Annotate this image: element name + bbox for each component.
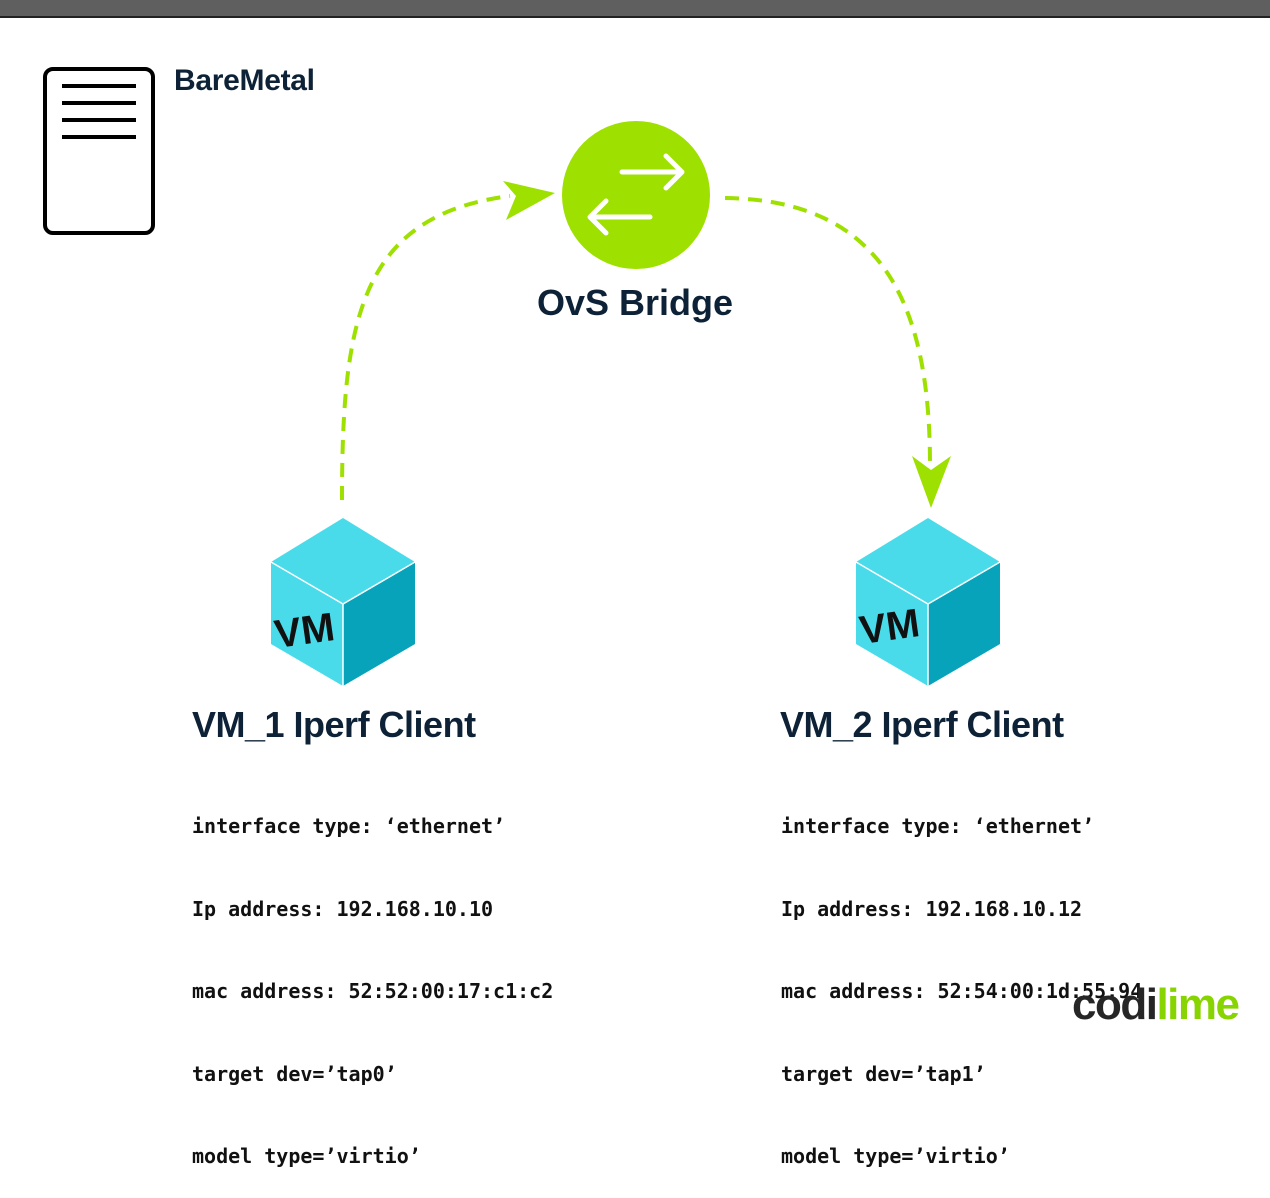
- top-bar-divider: [0, 16, 1270, 18]
- bridge-switch-icon: [562, 121, 710, 269]
- vm1-details: interface type: ‘ethernet’ Ip address: 1…: [192, 758, 553, 1198]
- vm2-title: VM_2 Iperf Client: [780, 704, 1064, 745]
- vm2-mac-address: mac address: 52:54:00:1d:55:94: [781, 979, 1143, 1003]
- vm1-ip-address: Ip address: 192.168.10.10: [192, 896, 494, 921]
- logo-text-lime: lime: [1156, 980, 1240, 1029]
- diagram-canvas: VM VM: [43, 67, 1001, 686]
- server-icon: [43, 67, 155, 235]
- baremetal-label: BareMetal: [174, 64, 315, 97]
- vm2-details: interface type: ‘ethernet’ Ip address: 1…: [781, 758, 1142, 1198]
- vm2-target-dev: target dev=’tap1’: [781, 1061, 986, 1086]
- vm2-cube-label: VM: [857, 601, 923, 653]
- vm1-title: VM_1 Iperf Client: [192, 704, 476, 745]
- vm1-interface-type: interface type: ‘ethernet’: [192, 814, 506, 838]
- vm2-cube-icon: VM: [855, 518, 1001, 686]
- vm1-cube-icon: VM: [270, 518, 416, 686]
- flow-arrow-vm1-to-bridge: [340, 181, 555, 501]
- vm1-mac-address: mac address: 52:52:00:17:c1:c2: [192, 979, 554, 1003]
- top-bar: [0, 0, 1270, 16]
- vm2-ip-address: Ip address: 192.168.10.12: [781, 896, 1083, 921]
- logo-text-codi: codi: [1072, 980, 1158, 1029]
- vm2-interface-type: interface type: ‘ethernet’: [781, 814, 1095, 838]
- flow-arrow-bridge-to-vm2: [724, 196, 951, 508]
- codilime-logo: codilime: [1072, 980, 1240, 1030]
- bridge-label: OvS Bridge: [536, 282, 734, 323]
- vm2-model-type: model type=’virtio’: [781, 1144, 1010, 1168]
- vm1-cube-label: VM: [272, 605, 338, 657]
- vm1-model-type: model type=’virtio’: [192, 1144, 421, 1168]
- vm1-target-dev: target dev=’tap0’: [192, 1061, 397, 1086]
